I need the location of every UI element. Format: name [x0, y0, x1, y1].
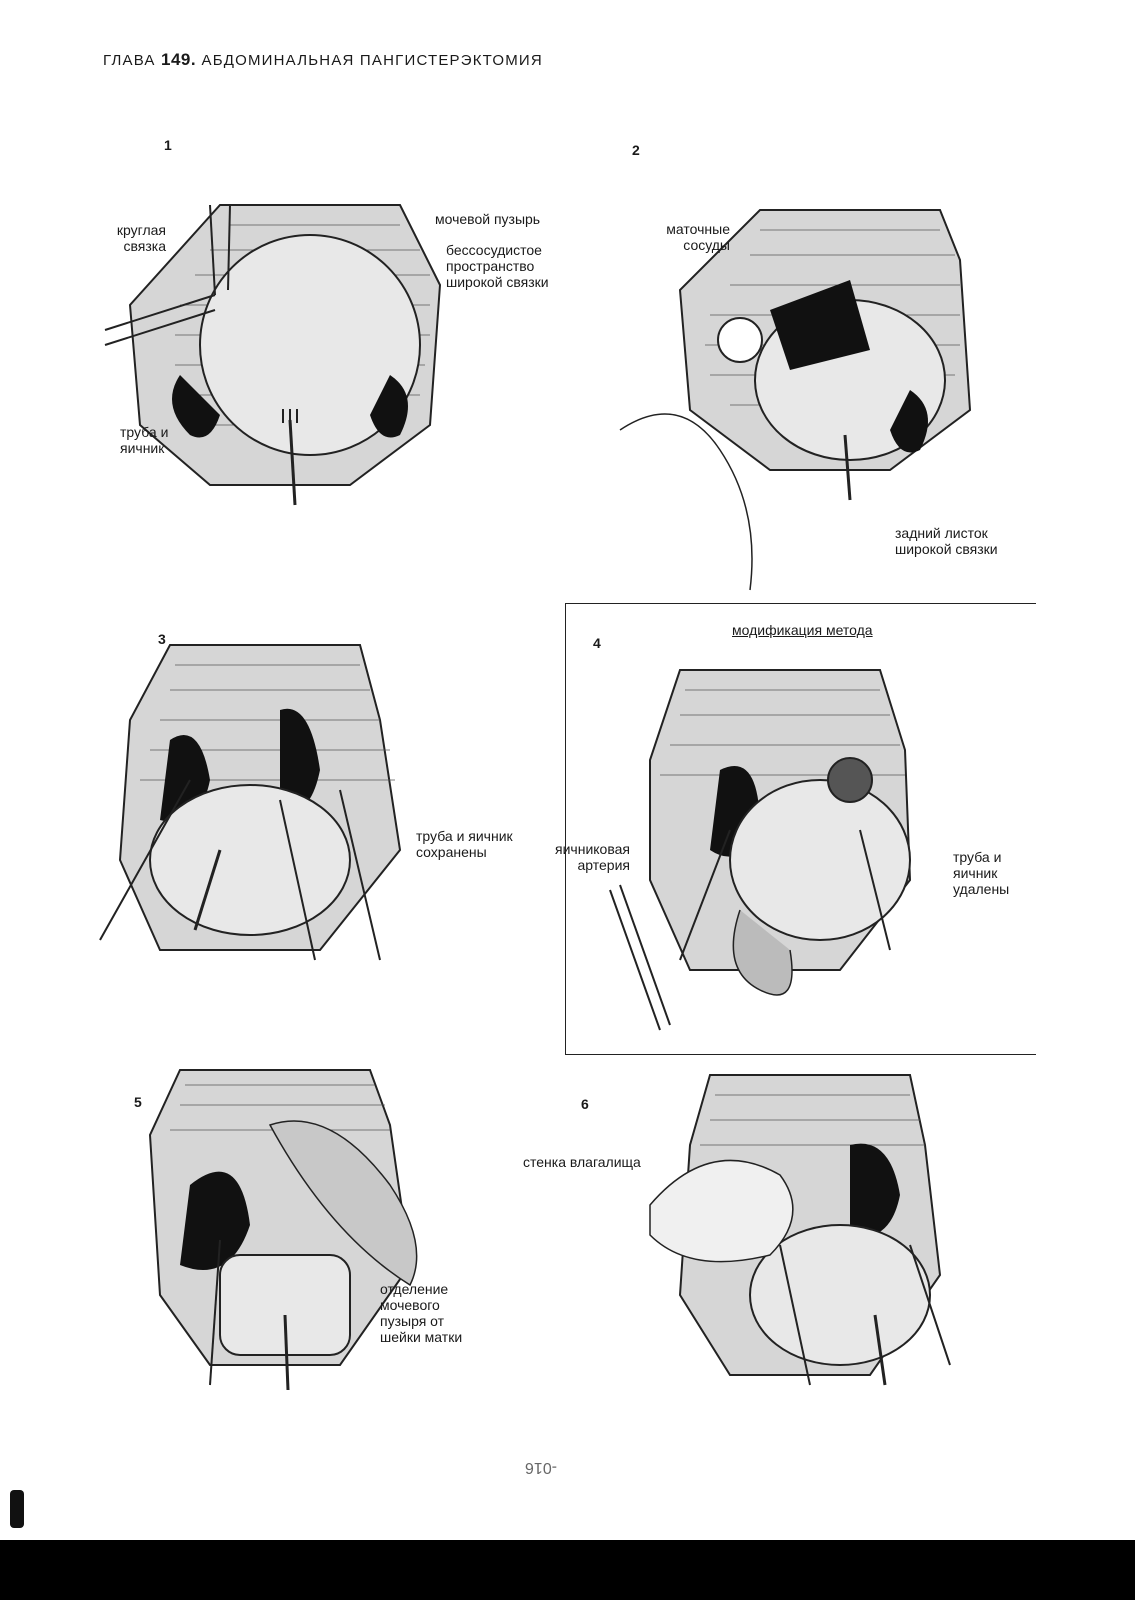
label-tube-ovary-1: труба и яичник [120, 424, 169, 456]
chapter-number: 149. [161, 50, 197, 69]
scan-artifact-mark [10, 1490, 24, 1528]
label-avascular-space: бессосудистое пространство широкой связк… [446, 242, 549, 290]
surgical-illustration-3 [99, 644, 402, 961]
figure-number-6: 6 [581, 1096, 589, 1112]
label-posterior-leaf: задний листок широкой связки [895, 525, 998, 557]
label-tube-ovary-removed: труба и яичник удалены [953, 849, 1010, 897]
surgical-illustration-4 [609, 669, 912, 1031]
surgical-illustration-6 [649, 1074, 951, 1386]
label-tube-ovary-preserved: труба и яичник сохранены [416, 828, 513, 860]
label-bladder-separation: отделение мочевого пузыря от шейки матки [380, 1281, 463, 1345]
page-number: -016 [525, 1459, 558, 1476]
label-round-ligament: круглая связка [116, 222, 166, 254]
figure-number-4: 4 [593, 635, 601, 651]
figure-number-5: 5 [134, 1094, 142, 1110]
figure-number-1: 1 [164, 137, 172, 153]
surgical-illustration-1 [104, 204, 442, 506]
label-method-modification: модификация метода [732, 622, 873, 638]
figure-4-frame [565, 603, 1036, 1055]
chapter-header: ГЛАВА 149. АБДОМИНАЛЬНАЯ ПАНГИСТЕРЭКТОМИ… [103, 50, 543, 70]
chapter-title: АБДОМИНАЛЬНАЯ ПАНГИСТЕРЭКТОМИЯ [201, 52, 543, 69]
label-bladder: мочевой пузырь [435, 211, 541, 227]
figure-number-3: 3 [158, 631, 166, 647]
figure-number-2: 2 [632, 142, 640, 158]
label-ovarian-artery: яичниковая артерия [555, 841, 630, 873]
surgical-illustration-5 [148, 1069, 418, 1391]
scan-bottom-bar [0, 1540, 1135, 1600]
chapter-prefix: ГЛАВА [103, 52, 156, 69]
label-vaginal-wall: стенка влагалища [523, 1154, 641, 1170]
surgical-illustration-2 [619, 209, 972, 591]
label-uterine-vessels: маточные сосуды [666, 221, 730, 253]
